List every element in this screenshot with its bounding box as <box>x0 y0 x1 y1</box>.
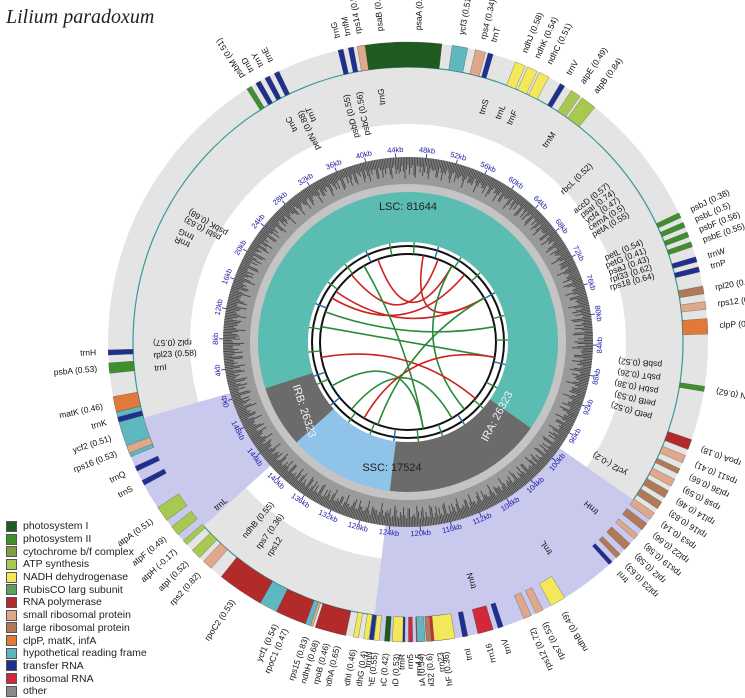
legend-item: cytochrome b/f complex <box>6 545 147 558</box>
gene-label: trnG <box>376 88 388 105</box>
legend-item: small ribosomal protein <box>6 609 147 622</box>
gene-label: ccsA (0.54) <box>416 653 428 686</box>
scale-label: 84kb <box>595 337 604 353</box>
scale-label: 44kb <box>387 145 404 155</box>
gene-label: trnV <box>499 637 513 655</box>
legend-label: large ribosomal protein <box>23 622 130 634</box>
gene-label: ycf3 (0.51) <box>457 0 474 35</box>
gene-block <box>682 318 708 334</box>
legend-swatch <box>6 673 17 684</box>
legend-swatch <box>6 686 17 697</box>
repeat-mark <box>414 242 415 254</box>
legend-label: transfer RNA <box>23 660 84 672</box>
gene-label: trnK <box>90 417 108 431</box>
legend-item: NADH dehydrogenase <box>6 571 147 584</box>
gene-label: ndhD (0.53) <box>390 653 402 686</box>
legend-item: RubisCO larg subunit <box>6 583 147 596</box>
gene-label: psbN (0.62) <box>715 387 745 404</box>
gene-label: trnH <box>80 347 96 358</box>
gene-label: psaA (0.59) <box>413 0 425 30</box>
legend-item: transfer RNA <box>6 660 147 673</box>
gene-label: psaB (0.48) <box>371 0 385 32</box>
gene-label: trnI <box>154 362 167 373</box>
legend-swatch <box>6 559 17 570</box>
legend-label: photosystem II <box>23 533 91 545</box>
gene-label: trnI <box>462 647 474 661</box>
legend-label: cytochrome b/f complex <box>23 546 134 558</box>
lsc-label: LSC: 81644 <box>379 201 437 213</box>
legend-item: clpP, matK, infA <box>6 634 147 647</box>
legend-item: photosystem II <box>6 533 147 546</box>
legend-swatch <box>6 635 17 646</box>
legend-swatch <box>6 584 17 595</box>
gene-label: ndhF (0.36) <box>440 651 455 686</box>
gene-label: rpl2 (0.57) <box>153 338 192 348</box>
legend-label: RubisCO larg subunit <box>23 584 123 596</box>
legend-item: large ribosomal protein <box>6 622 147 635</box>
gene-label: clpP (0.49) <box>719 318 745 330</box>
scale-label: 120kb <box>410 528 431 538</box>
gene-label: psbA (0.53) <box>53 363 97 377</box>
legend-item: RNA polymerase <box>6 596 147 609</box>
scale-label: 48kb <box>419 145 436 156</box>
legend-item: photosystem I <box>6 520 147 533</box>
legend-label: clpP, matK, infA <box>23 635 96 647</box>
legend-label: ribosomal RNA <box>23 673 94 685</box>
gene-label: trnV <box>564 58 581 77</box>
legend-item: hypothetical reading frame <box>6 647 147 660</box>
gene-block <box>408 617 412 642</box>
gene-label: psaC (0.42) <box>377 653 390 686</box>
gene-block <box>432 614 455 641</box>
gene-block <box>108 349 133 355</box>
legend-item: other <box>6 685 147 698</box>
scale-label: 8kb <box>211 333 220 345</box>
legend-swatch <box>6 597 17 608</box>
legend-swatch <box>6 521 17 532</box>
legend-label: small ribosomal protein <box>23 609 131 621</box>
legend-label: RNA polymerase <box>23 596 102 608</box>
gene-label: rpoC2 (0.53) <box>202 597 237 642</box>
gene-label: rrn16 <box>483 642 498 664</box>
gene-label: ndhB (0.49) <box>559 610 590 654</box>
gene-label: trnS <box>116 483 135 499</box>
gene-label: rpl20 (0.51) <box>714 275 745 292</box>
legend-label: photosystem I <box>23 520 88 532</box>
gene-label: matK (0.46) <box>58 401 104 420</box>
gene-label: psbM (0.51) <box>214 37 247 81</box>
gene-label: trnQ <box>108 468 128 484</box>
legend-item: ATP synthesis <box>6 558 147 571</box>
gene-block <box>395 42 442 69</box>
legend-label: hypothetical reading frame <box>23 647 147 659</box>
legend-swatch <box>6 546 17 557</box>
legend-swatch <box>6 648 17 659</box>
legend-label: ATP synthesis <box>23 558 89 570</box>
gene-block <box>392 617 403 642</box>
legend-swatch <box>6 660 17 671</box>
legend-swatch <box>6 572 17 583</box>
legend-swatch <box>6 534 17 545</box>
legend-label: NADH dehydrogenase <box>23 571 128 583</box>
gene-label: rps12 (0.51) <box>717 293 745 309</box>
legend-label: other <box>23 685 47 697</box>
repeat-circle <box>308 242 508 442</box>
scale-label: 4kb <box>212 364 223 377</box>
gene-block <box>416 617 425 642</box>
legend-swatch <box>6 610 17 621</box>
ssc-label: SSC: 17524 <box>362 462 421 474</box>
legend-item: ribosomal RNA <box>6 672 147 685</box>
legend-swatch <box>6 622 17 633</box>
